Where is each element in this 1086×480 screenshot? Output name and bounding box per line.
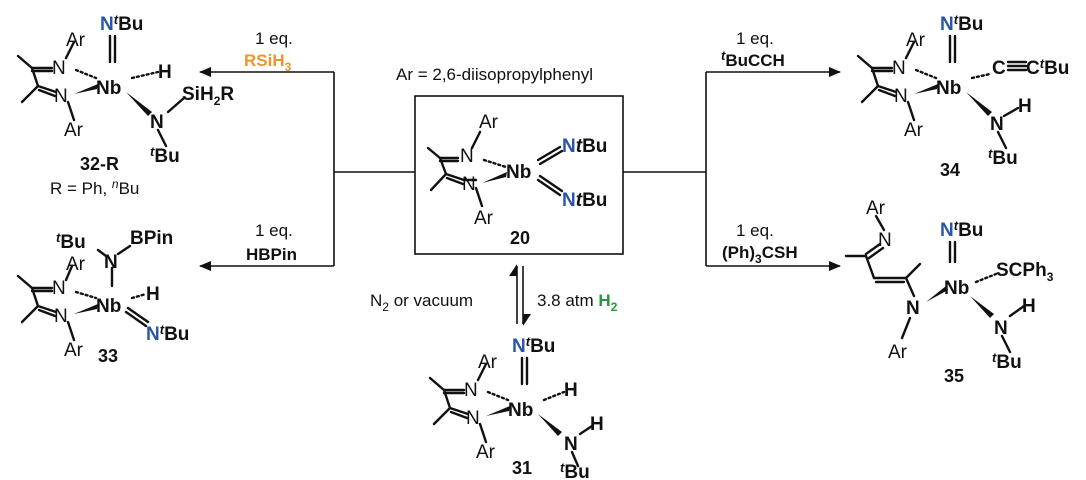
- amido-h: H: [590, 414, 604, 435]
- atom-ar: Ar: [64, 120, 84, 141]
- tbu-group: tBu: [560, 460, 590, 480]
- tbu-group: tBu: [56, 230, 86, 253]
- atom-nb: Nb: [96, 78, 121, 99]
- condition-equiv: 1 eq.: [255, 29, 293, 48]
- atom-ar: Ar: [479, 112, 499, 133]
- imido-ntbu: NtBu: [562, 190, 607, 211]
- silyl-group: SiH2R: [182, 84, 234, 108]
- thiolate-group: SCPh3: [996, 260, 1054, 284]
- atom-n: N: [460, 146, 474, 167]
- alkynyl-tbu: CtBu: [1026, 56, 1069, 79]
- condition-n2-vacuum: N2 or vacuum: [370, 291, 473, 314]
- atom-nb: Nb: [936, 78, 961, 99]
- condition-h2: 3.8 atm H2: [537, 291, 618, 314]
- compound-32-r: N N Ar Ar Nb NtBu H N SiH2R tBu 32-R R =…: [16, 12, 234, 198]
- atom-n: N: [564, 434, 578, 455]
- atom-n: N: [52, 58, 66, 79]
- imido-ntbu: NtBu: [562, 136, 607, 157]
- atom-n: N: [464, 380, 478, 401]
- compound-35: Ar N N Ar Nb NtBu SCPh3 N H tBu 35: [844, 198, 1054, 386]
- compound-label-31: 31: [512, 458, 532, 478]
- compound-label-35: 35: [944, 366, 964, 386]
- atom-n: N: [990, 114, 1004, 135]
- hydride: H: [564, 380, 578, 401]
- hydride: H: [158, 62, 172, 83]
- imido-ntbu: NtBu: [512, 334, 555, 357]
- imido-ntbu: NtBu: [940, 12, 983, 35]
- condition-hbpin: HBPin: [246, 245, 297, 264]
- r-substituent-note: R = Ph, nBu: [50, 177, 139, 198]
- amido-h: H: [1018, 96, 1032, 117]
- atom-nb: Nb: [508, 400, 533, 421]
- atom-n: N: [466, 408, 480, 429]
- atom-n: N: [892, 58, 906, 79]
- ar-definition: Ar = 2,6-diisopropylphenyl: [396, 65, 593, 84]
- atom-n: N: [150, 112, 164, 133]
- atom-ar: Ar: [478, 352, 498, 373]
- condition-ph3csh: (Ph)3CSH: [722, 243, 798, 266]
- atom-n: N: [994, 318, 1008, 339]
- compound-label-20: 20: [510, 228, 530, 248]
- atom-nb: Nb: [506, 162, 531, 183]
- atom-ar: Ar: [866, 198, 886, 219]
- atom-nb: Nb: [96, 296, 121, 317]
- tbu-group: tBu: [992, 350, 1022, 373]
- condition-tbucch: tBuCCH: [721, 48, 785, 70]
- atom-ar: Ar: [906, 30, 926, 51]
- compound-20: N N Ar Ar Nb NtBu NtBu 20: [426, 112, 607, 248]
- condition-equiv: 1 eq.: [255, 221, 293, 240]
- tbu-group: tBu: [150, 144, 180, 167]
- imido-ntbu: NtBu: [100, 12, 143, 35]
- atom-ar: Ar: [66, 30, 86, 51]
- atom-n: N: [906, 298, 920, 319]
- compound-33: N N Ar Ar Nb N tBu BPin H NtBu 33: [16, 228, 189, 366]
- condition-rsih3: RSiH3: [244, 51, 292, 74]
- hydride: H: [146, 284, 160, 305]
- compound-20-box: [414, 95, 624, 255]
- compound-label-34: 34: [940, 160, 960, 180]
- imido-ntbu: NtBu: [146, 322, 189, 345]
- compound-31: N N Ar Ar Nb NtBu H N H tBu 31: [428, 334, 604, 480]
- atom-ar: Ar: [474, 208, 494, 229]
- atom-ar: Ar: [66, 254, 86, 275]
- condition-equiv: 1 eq.: [736, 29, 774, 48]
- amido-h: H: [1022, 296, 1036, 317]
- atom-n: N: [52, 278, 66, 299]
- atom-ar: Ar: [64, 340, 84, 361]
- atom-n: N: [54, 86, 68, 107]
- atom-ar: Ar: [476, 442, 496, 463]
- atom-n: N: [54, 306, 68, 327]
- alkynyl-carbon: C: [992, 58, 1006, 79]
- atom-n: N: [462, 174, 476, 195]
- condition-equiv: 1 eq.: [736, 221, 774, 240]
- atom-ar: Ar: [888, 342, 908, 363]
- atom-ar: Ar: [904, 120, 924, 141]
- atom-n: N: [894, 86, 908, 107]
- wedge-bond: [482, 172, 507, 183]
- compound-34: N N Ar Ar Nb NtBu C CtBu N H tBu 34: [856, 12, 1069, 180]
- tbu-group: tBu: [988, 146, 1018, 169]
- atom-n: N: [878, 230, 892, 251]
- compound-label-33: 33: [98, 346, 118, 366]
- compound-label-32-r: 32-R: [80, 154, 119, 174]
- imido-ntbu: NtBu: [940, 218, 983, 241]
- boryl-group: BPin: [130, 228, 173, 249]
- atom-nb: Nb: [944, 278, 969, 299]
- atom-n: N: [104, 252, 118, 273]
